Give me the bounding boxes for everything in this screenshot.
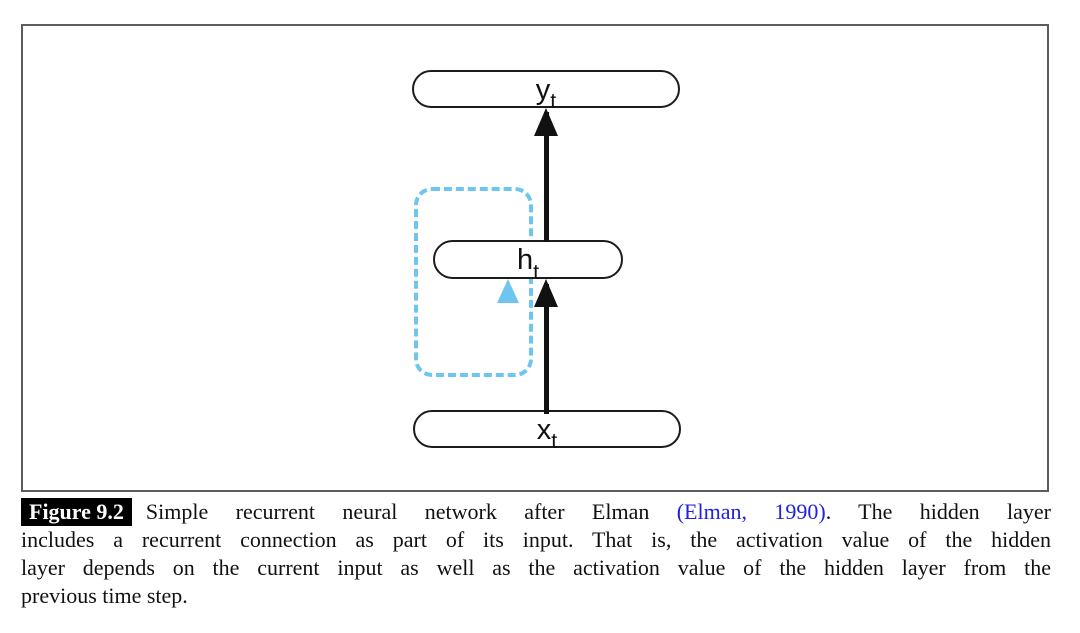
caption-line: previous time step. bbox=[21, 583, 188, 608]
arrow-hidden-to-output-head-icon bbox=[534, 108, 558, 136]
node-input: xt bbox=[413, 410, 681, 454]
caption-line: Figure 9.2 Simple recurrent neural networ… bbox=[21, 498, 1051, 526]
arrow-input-to-hidden-line bbox=[544, 284, 549, 414]
figure-label-badge: Figure 9.2 bbox=[21, 498, 132, 526]
elman-1990-link[interactable]: (Elman, 1990) bbox=[676, 499, 826, 524]
node-output: yt bbox=[412, 70, 680, 114]
node-hidden: ht bbox=[433, 240, 623, 284]
diagram-frame: yt ht xt bbox=[21, 24, 1049, 492]
arrow-hidden-to-output-line bbox=[544, 112, 549, 242]
node-input-label: xt bbox=[536, 413, 558, 454]
recurrent-loop-dashed-box bbox=[414, 187, 533, 377]
caption-line: layer depends on the current input as we… bbox=[21, 555, 1051, 580]
figure-caption: Figure 9.2 Simple recurrent neural networ… bbox=[21, 498, 1051, 610]
caption-line: includes a recurrent connection as part … bbox=[21, 527, 1051, 552]
arrow-input-to-hidden-head-icon bbox=[534, 279, 558, 307]
node-output-label: yt bbox=[535, 73, 557, 114]
node-hidden-label: ht bbox=[516, 244, 540, 284]
caption-text: . The hidden layer bbox=[825, 499, 1051, 524]
caption-text: Simple recurrent neural network after El… bbox=[145, 499, 677, 524]
recurrent-arrowhead-icon bbox=[497, 279, 519, 303]
